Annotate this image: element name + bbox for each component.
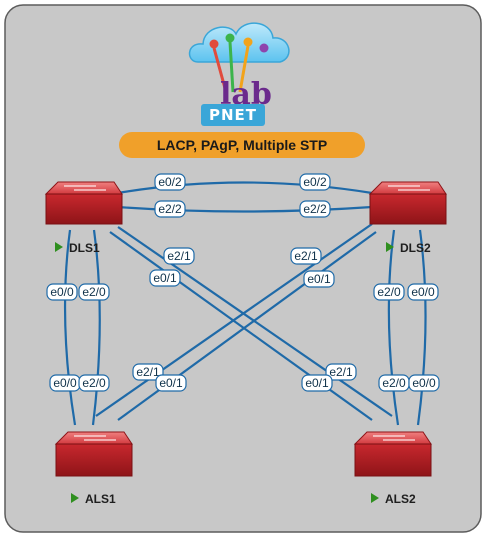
iface-label[interactable]: e0/0 [46,283,78,301]
svg-text:e2/0: e2/0 [382,376,406,390]
svg-text:e0/2: e0/2 [158,175,182,189]
svg-text:e0/1: e0/1 [305,376,329,390]
svg-text:e2/2: e2/2 [303,202,327,216]
svg-text:e0/1: e0/1 [159,376,183,390]
svg-text:e2/0: e2/0 [82,376,106,390]
iface-label[interactable]: e0/1 [303,270,335,288]
status-running-icon [55,242,63,252]
svg-text:e0/2: e0/2 [303,175,327,189]
svg-text:e0/1: e0/1 [153,271,177,285]
logo-pnet-text: PNET [209,106,257,124]
link-dls2-als2-a[interactable] [387,229,400,426]
iface-label[interactable]: e2/1 [290,247,322,265]
device-label: ALS1 [85,492,116,506]
link-dls1-dls2-1[interactable] [117,181,373,195]
switch-icon [353,431,432,477]
svg-text:e2/1: e2/1 [329,365,353,379]
iface-label[interactable]: e0/2 [299,173,331,191]
iface-label[interactable]: e2/0 [78,283,110,301]
iface-label[interactable]: e0/1 [149,269,181,287]
iface-label[interactable]: e0/1 [155,374,187,392]
link-dls2-als1-a[interactable] [95,223,373,417]
switch-icon [54,431,133,477]
iface-label[interactable]: e2/1 [163,247,195,265]
svg-text:e2/1: e2/1 [294,249,318,263]
switch-icon [368,181,447,225]
svg-text:e2/0: e2/0 [82,285,106,299]
device-label: ALS2 [385,492,416,506]
status-running-icon [371,493,379,503]
interface-labels: e0/2 e0/2 e2/2 e2/2 e2/1 e0/1 e2/1 e0/1 [46,173,440,392]
svg-text:e0/0: e0/0 [411,285,435,299]
iface-label[interactable]: e2/0 [373,283,405,301]
iface-label[interactable]: e2/2 [299,200,331,218]
svg-text:e0/0: e0/0 [412,376,436,390]
status-running-icon [386,242,394,252]
device-label: DLS2 [400,241,431,255]
iface-label[interactable]: e0/0 [49,374,81,392]
iface-label[interactable]: e2/0 [378,374,410,392]
title-banner-text: LACP, PAgP, Multiple STP [157,137,327,153]
status-running-icon [71,493,79,503]
iface-label[interactable]: e2/1 [132,363,164,381]
svg-text:e2/0: e2/0 [377,285,401,299]
device-dls2[interactable]: DLS2 [368,181,447,255]
svg-text:e2/1: e2/1 [167,249,191,263]
device-label: DLS1 [69,241,100,255]
device-dls1[interactable]: DLS1 [44,181,123,255]
link-dls2-als2-b[interactable] [416,229,427,426]
iface-label[interactable]: e0/0 [407,283,439,301]
iface-label[interactable]: e2/2 [154,200,186,218]
link-dls1-dls2-2[interactable] [117,205,373,213]
svg-text:e0/0: e0/0 [53,376,77,390]
switch-icon [44,181,123,225]
svg-text:e2/1: e2/1 [136,365,160,379]
iface-label[interactable]: e0/0 [408,374,440,392]
iface-label[interactable]: e0/2 [154,173,186,191]
svg-text:e0/1: e0/1 [307,272,331,286]
iface-label[interactable]: e0/1 [301,374,333,392]
svg-text:e0/0: e0/0 [50,285,74,299]
logo-pnet-badge [201,104,265,126]
iface-label[interactable]: e2/0 [78,374,110,392]
device-als1[interactable]: ALS1 [54,431,133,506]
link-dls1-als1-a[interactable] [63,229,77,426]
link-dls1-als1-b[interactable] [91,229,101,426]
svg-text:e2/2: e2/2 [158,202,182,216]
iface-label[interactable]: e2/1 [325,363,357,381]
title-banner: LACP, PAgP, Multiple STP [119,132,365,158]
pnet-logo: lab PNET [188,22,290,126]
device-als2[interactable]: ALS2 [353,431,432,506]
